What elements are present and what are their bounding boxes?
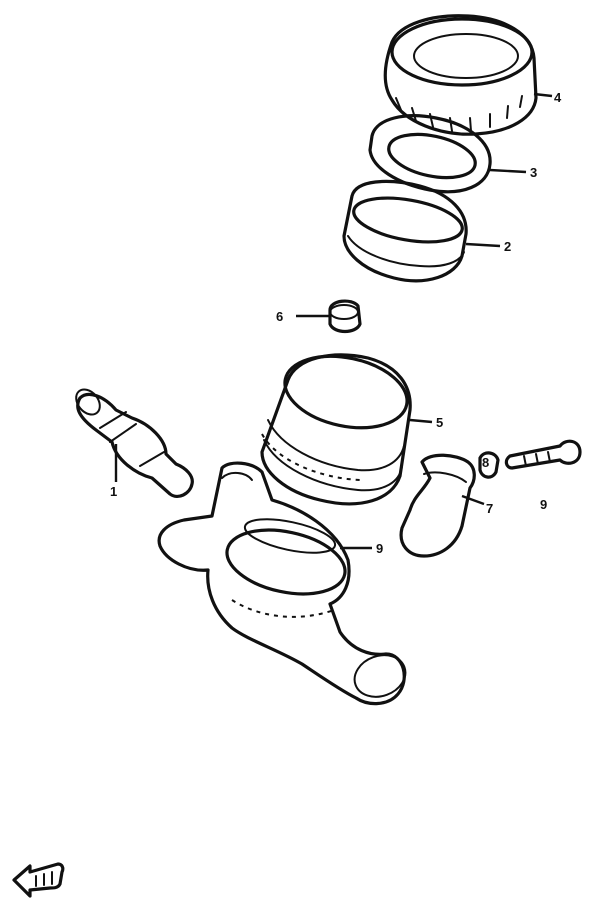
callout-4: 4 — [554, 90, 562, 105]
top-screw — [328, 299, 362, 334]
washer — [478, 451, 500, 479]
reservoir-body — [260, 353, 412, 506]
callout-6: 6 — [276, 309, 283, 324]
leader-lines — [114, 92, 553, 550]
master-cylinder-body — [157, 461, 407, 706]
hose-fitting — [75, 388, 194, 498]
clamp-bolt — [504, 439, 582, 470]
handlebar-clamp — [399, 453, 476, 558]
callout-1: 1 — [110, 484, 117, 499]
callout-9-right: 9 — [540, 497, 547, 512]
callout-8: 8 — [482, 455, 489, 470]
callout-7: 7 — [486, 501, 493, 516]
front-direction-arrow-icon — [12, 862, 65, 898]
diaphragm-cup — [342, 179, 468, 283]
callout-2: 2 — [504, 239, 511, 254]
gasket-ring — [368, 114, 492, 194]
callout-9-center: 9 — [376, 541, 383, 556]
callout-5: 5 — [436, 415, 443, 430]
callout-3: 3 — [530, 165, 537, 180]
